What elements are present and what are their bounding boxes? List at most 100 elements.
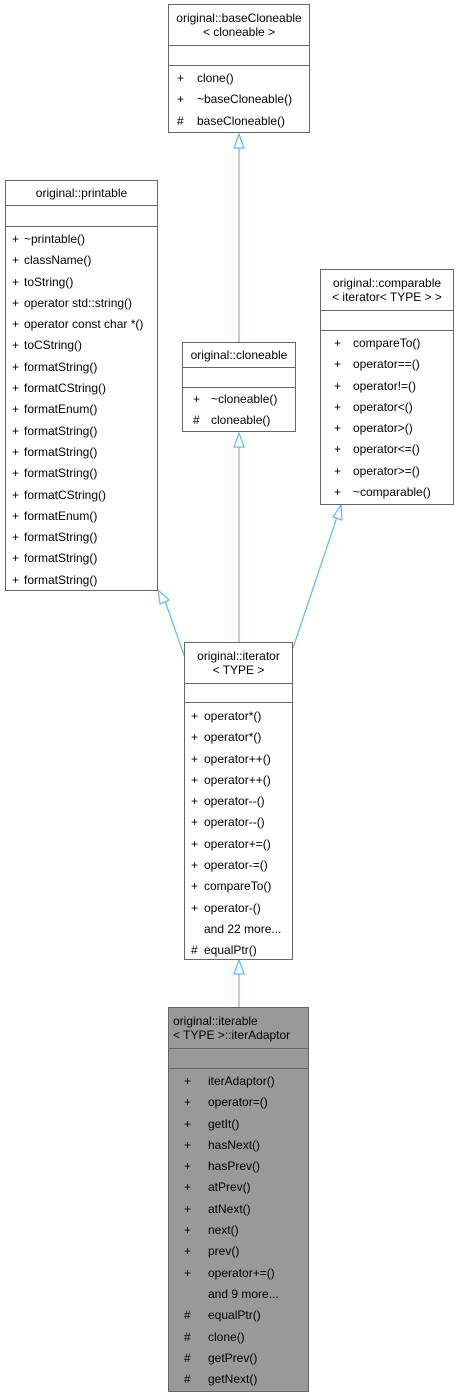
class-node-comparable[interactable]: original::comparable < iterator< TYPE > … — [320, 269, 454, 505]
member-visibility: + — [191, 751, 199, 766]
member-row[interactable]: #getPrev() — [169, 1348, 308, 1369]
methods-compartment: +~cloneable()#cloneable() — [183, 388, 295, 432]
member-visibility: + — [12, 359, 20, 374]
arrowhead-iterator — [233, 958, 245, 975]
arrowhead-basecloneable — [233, 132, 245, 149]
class-node-printable[interactable]: original::printable +~printable()+classN… — [5, 180, 158, 591]
member-visibility: + — [184, 1095, 192, 1110]
member-name: getIt() — [208, 1116, 240, 1131]
member-name: atNext() — [208, 1201, 251, 1216]
member-name: getPrev() — [208, 1350, 258, 1365]
member-row[interactable]: +operator std::string() — [6, 293, 157, 314]
member-name: hasPrev() — [208, 1159, 261, 1174]
member-row[interactable]: +operator-() — [185, 898, 292, 919]
member-row[interactable]: +operator const char *() — [6, 314, 157, 335]
member-row[interactable]: +operator*() — [185, 706, 292, 727]
member-row[interactable]: +hasNext() — [169, 1135, 308, 1156]
member-name: operator>() — [353, 421, 413, 436]
member-row[interactable]: +toCString() — [6, 335, 157, 356]
member-row[interactable]: +atPrev() — [169, 1177, 308, 1198]
member-row[interactable]: +formatString() — [6, 548, 157, 569]
member-row[interactable]: +atNext() — [169, 1199, 308, 1220]
member-visibility: + — [184, 1265, 192, 1280]
member-row[interactable]: +formatString() — [6, 421, 157, 442]
member-visibility: + — [191, 815, 199, 830]
member-row[interactable]: +getIt() — [169, 1114, 308, 1135]
member-row[interactable]: +operator>=() — [321, 461, 453, 482]
class-node-iterator[interactable]: original::iterator < TYPE > +operator*()… — [184, 642, 293, 960]
member-visibility: + — [334, 357, 342, 372]
member-row[interactable]: +operator--() — [185, 812, 292, 833]
member-row[interactable]: +operator>() — [321, 418, 453, 439]
member-row[interactable]: +operator<=() — [321, 439, 453, 460]
class-node-iteradaptor[interactable]: original::iterable < TYPE >::iterAdaptor… — [168, 1007, 309, 1392]
member-row[interactable]: +formatEnum() — [6, 399, 157, 420]
member-row[interactable]: and 9 more... — [169, 1284, 308, 1305]
member-row[interactable]: +clone() — [169, 68, 309, 89]
member-name: operator>=() — [353, 463, 420, 478]
member-name: operator++() — [204, 751, 271, 766]
member-row[interactable]: +~comparable() — [321, 482, 453, 503]
attributes-compartment — [6, 206, 157, 227]
member-visibility: # — [184, 1308, 191, 1323]
member-visibility: + — [184, 1180, 192, 1195]
member-row[interactable]: +formatString() — [6, 463, 157, 484]
member-row[interactable]: #equalPtr() — [169, 1305, 308, 1326]
class-node-basecloneable[interactable]: original::baseCloneable < cloneable > +c… — [168, 4, 310, 133]
member-row[interactable]: +operator<() — [321, 397, 453, 418]
member-row[interactable]: #clone() — [169, 1327, 308, 1348]
member-name: ~cloneable() — [211, 392, 278, 406]
member-name: ~comparable() — [353, 485, 431, 500]
member-row[interactable]: +formatString() — [6, 442, 157, 463]
member-visibility: # — [184, 1372, 191, 1387]
member-name: compareTo() — [204, 879, 272, 894]
member-row[interactable]: +operator==() — [321, 354, 453, 375]
member-row[interactable]: +operator*() — [185, 727, 292, 748]
member-name: formatString() — [24, 551, 98, 566]
member-row[interactable]: +operator--() — [185, 791, 292, 812]
class-node-cloneable[interactable]: original::cloneable +~cloneable()#clonea… — [182, 342, 296, 432]
member-row[interactable]: +operator+=() — [185, 834, 292, 855]
member-row[interactable]: and 22 more... — [185, 919, 292, 940]
member-row[interactable]: +compareTo() — [321, 333, 453, 354]
member-row[interactable]: +iterAdaptor() — [169, 1071, 308, 1092]
member-row[interactable]: #baseCloneable() — [169, 111, 309, 132]
member-row[interactable]: +prev() — [169, 1241, 308, 1262]
member-name: prev() — [208, 1244, 240, 1259]
member-row[interactable]: +formatCString() — [6, 378, 157, 399]
member-row[interactable]: +~baseCloneable() — [169, 89, 309, 110]
member-name: operator*() — [204, 730, 262, 745]
member-row[interactable]: +operator+=() — [169, 1263, 308, 1284]
member-row[interactable]: +operator-=() — [185, 855, 292, 876]
member-row[interactable]: + operator++() — [185, 749, 292, 770]
member-row[interactable]: #equalPtr() — [185, 940, 292, 961]
member-row[interactable]: #getNext() — [169, 1369, 308, 1390]
member-row[interactable]: +~cloneable() — [183, 389, 295, 410]
class-title: original::iterator < TYPE > — [185, 643, 292, 684]
member-row[interactable]: +formatString() — [6, 570, 157, 591]
member-row[interactable]: +operator=() — [169, 1092, 308, 1113]
member-row[interactable]: +className() — [6, 250, 157, 271]
member-row[interactable]: +~printable() — [6, 229, 157, 250]
member-name: hasNext() — [208, 1137, 261, 1152]
member-name: toString() — [24, 274, 74, 289]
member-row[interactable]: +formatString() — [6, 527, 157, 548]
member-visibility: + — [191, 879, 199, 894]
class-name-line-2: < iterator< TYPE > > — [332, 290, 442, 304]
member-row[interactable]: #cloneable() — [183, 410, 295, 431]
arrowhead-cloneable — [233, 431, 245, 448]
attributes-compartment — [321, 311, 453, 331]
member-name: formatString() — [24, 466, 98, 481]
member-row[interactable]: +formatEnum() — [6, 506, 157, 527]
member-row[interactable]: +operator!=() — [321, 376, 453, 397]
member-row[interactable]: +operator++() — [185, 770, 292, 791]
member-row[interactable]: + compareTo() — [185, 876, 292, 897]
member-row[interactable]: +hasPrev() — [169, 1156, 308, 1177]
member-row[interactable]: +formatCString() — [6, 485, 157, 506]
member-row[interactable]: +toString() — [6, 272, 157, 293]
member-row[interactable]: +next() — [169, 1220, 308, 1241]
attributes-compartment — [183, 368, 295, 388]
methods-compartment: +~printable()+className()+toString()+ope… — [6, 227, 157, 591]
attributes-compartment — [185, 684, 292, 703]
member-row[interactable]: +formatString() — [6, 357, 157, 378]
